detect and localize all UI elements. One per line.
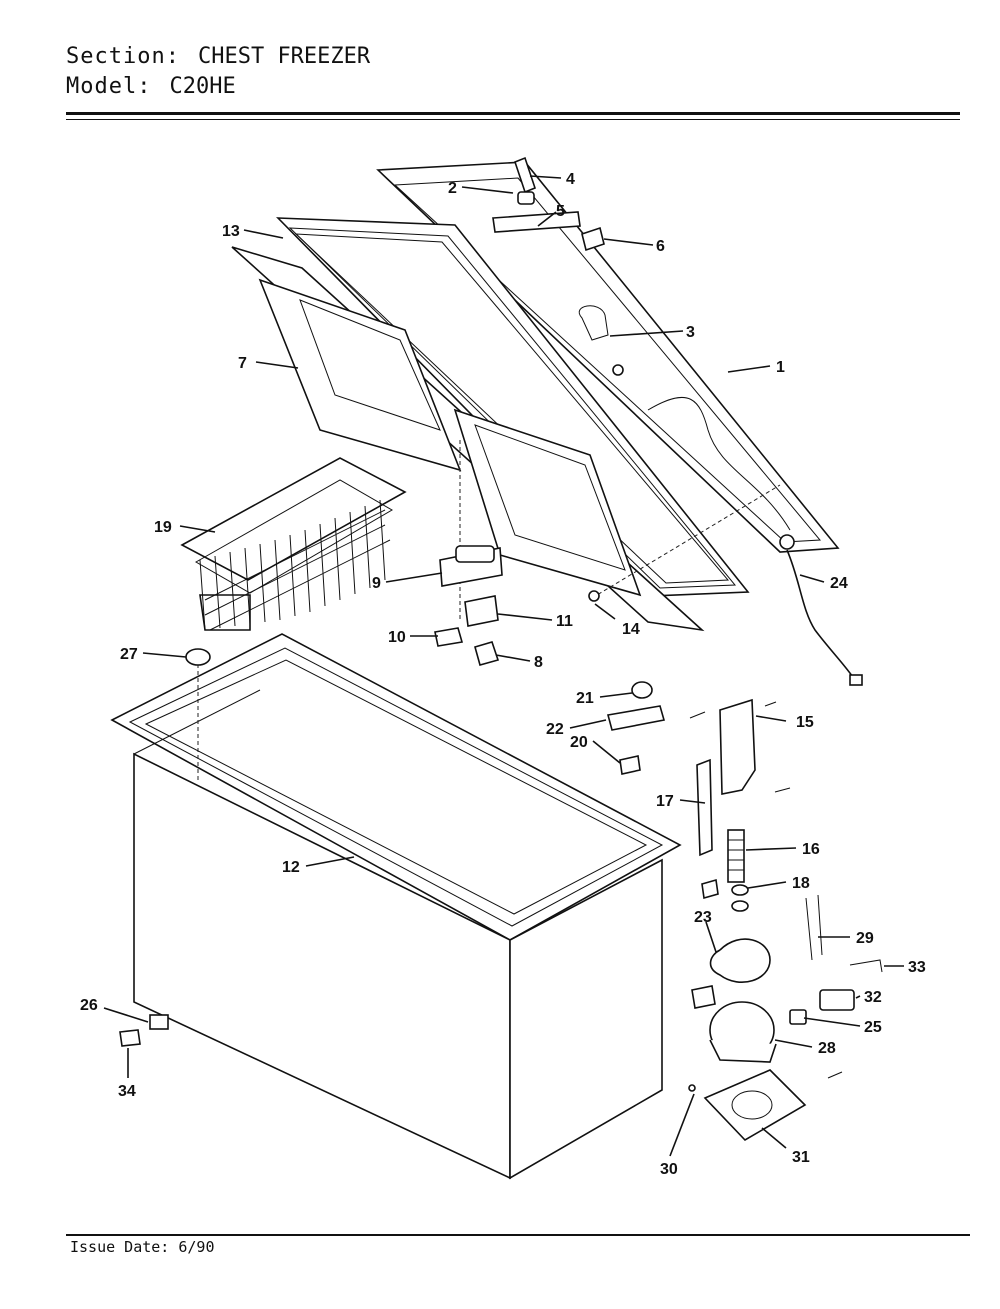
- callout-18: 18: [792, 875, 810, 892]
- callout-17: 17: [656, 793, 674, 810]
- drain-cap: [149, 1014, 169, 1030]
- callout-4: 4: [566, 171, 575, 188]
- callout-21: 21: [576, 690, 594, 707]
- callout-23: 23: [694, 909, 712, 926]
- callout-14: 14: [622, 621, 640, 638]
- section-key: Section:: [66, 44, 180, 69]
- callout-33: 33: [908, 959, 926, 976]
- callout-9: 9: [372, 575, 381, 592]
- callout-22: 22: [546, 721, 564, 738]
- callout-24: 24: [830, 575, 848, 592]
- callout-2: 2: [448, 180, 457, 197]
- callout-20: 20: [570, 734, 588, 751]
- callout-19: 19: [154, 519, 172, 536]
- callout-13: 13: [222, 223, 240, 240]
- wire-basket: [180, 457, 407, 631]
- callout-26: 26: [80, 997, 98, 1014]
- callout-labels: 1 2 3 4 5 6 7 8 9 10 11 12 13 14 15 16 1…: [80, 171, 926, 1178]
- callout-25: 25: [864, 1019, 882, 1036]
- header-rule-thin: [66, 119, 960, 120]
- callout-32: 32: [864, 989, 882, 1006]
- model-value: C20HE: [169, 74, 236, 99]
- callout-8: 8: [534, 654, 543, 671]
- callout-29: 29: [856, 930, 874, 947]
- callout-3: 3: [686, 324, 695, 341]
- callout-11: 11: [556, 613, 573, 630]
- callout-10: 10: [388, 629, 406, 646]
- footer-rule: [66, 1234, 970, 1236]
- header-rule-thick: [66, 112, 960, 115]
- callout-15: 15: [796, 714, 814, 731]
- callout-7: 7: [238, 355, 247, 372]
- cabinet: [110, 633, 682, 1180]
- model-heading: Model: C20HE: [66, 74, 236, 99]
- section-value: CHEST FREEZER: [197, 44, 371, 69]
- leader-lines: [103, 175, 904, 1157]
- light-assembly: [434, 545, 600, 666]
- lock-cylinder-hardware: [514, 156, 624, 376]
- callout-34: 34: [118, 1083, 136, 1100]
- hinge-assembly: [607, 681, 791, 912]
- drain-plug: [185, 648, 211, 666]
- callout-31: 31: [792, 1149, 810, 1166]
- power-cord: [786, 549, 856, 681]
- callout-30: 30: [660, 1161, 678, 1178]
- section-heading: Section: CHEST FREEZER: [66, 44, 370, 69]
- callout-1: 1: [776, 359, 785, 376]
- cord-plug: [849, 674, 863, 686]
- lid-inner-liner: [231, 246, 705, 632]
- lid-outer-frame: [376, 161, 840, 553]
- callout-28: 28: [818, 1040, 836, 1057]
- issue-date: Issue Date: 6/90: [70, 1238, 215, 1256]
- callout-12: 12: [282, 859, 300, 876]
- callout-16: 16: [802, 841, 820, 858]
- model-key: Model:: [66, 74, 152, 99]
- callout-6: 6: [656, 238, 665, 255]
- callout-5: 5: [556, 203, 565, 220]
- drain-fitting: [119, 1029, 141, 1047]
- compressor-assembly: [688, 894, 883, 1142]
- callout-27: 27: [120, 646, 138, 663]
